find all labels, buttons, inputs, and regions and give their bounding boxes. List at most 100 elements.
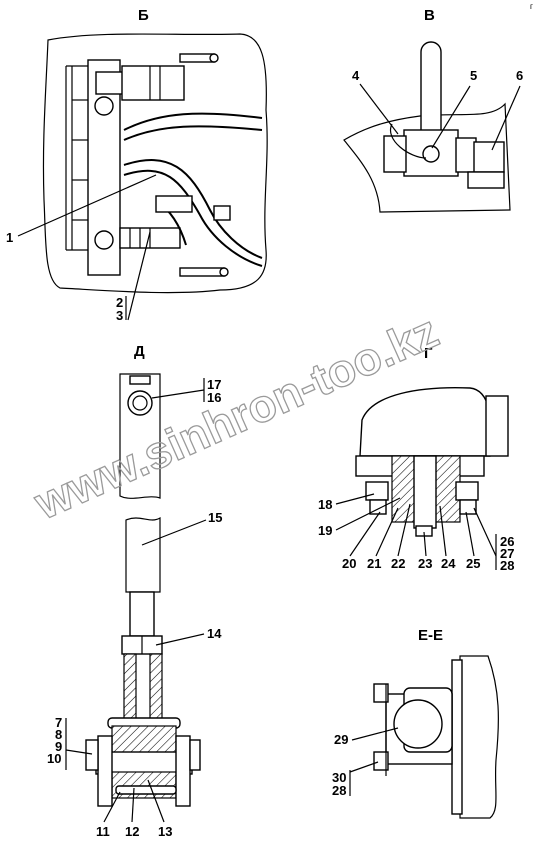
leader-2-3	[127, 231, 151, 321]
lever-lower	[125, 516, 161, 593]
view-ee-title: Е-Е	[418, 627, 443, 644]
callout-30: 30	[332, 770, 346, 785]
view-b-break-outline	[42, 33, 268, 294]
leader-18	[335, 493, 375, 505]
callout-4: 4	[352, 68, 360, 83]
callout-16: 16	[207, 390, 221, 405]
clamp-2	[213, 205, 231, 221]
leader-29	[351, 727, 399, 741]
valve-right-nut	[455, 137, 477, 173]
callout-3: 3	[116, 308, 123, 323]
bottom-bracket	[179, 267, 225, 277]
hose-upper	[123, 112, 263, 131]
lock-wire	[389, 123, 427, 159]
callout-14: 14	[207, 626, 222, 641]
view-ee-break-outline	[459, 655, 499, 819]
leader-4	[359, 83, 399, 135]
leader-19	[335, 497, 401, 531]
housing	[359, 387, 493, 457]
rod	[129, 591, 155, 637]
flange-left	[97, 735, 113, 807]
shaft-g	[413, 455, 437, 529]
upper-filter	[121, 65, 185, 101]
callout-5: 5	[470, 68, 477, 83]
callout-28-ee: 28	[332, 783, 346, 798]
leader-20	[349, 511, 381, 557]
callout-29: 29	[334, 732, 348, 747]
nut-right	[189, 739, 201, 771]
upper-manifold	[95, 71, 125, 95]
leader-30-28	[349, 761, 379, 773]
callout-18: 18	[318, 497, 332, 512]
callout-21: 21	[367, 556, 381, 571]
leader-11	[103, 791, 121, 823]
callout-22: 22	[391, 556, 405, 571]
callout-19: 19	[318, 523, 332, 538]
housing-flange	[485, 395, 509, 457]
view-b-title: Б	[138, 7, 149, 24]
lever-bolt	[127, 390, 153, 416]
corner-mark: г	[530, 2, 533, 11]
view-d: Д 17 16 15 14 7 8 9 10	[47, 343, 222, 839]
hose-middle	[123, 159, 263, 259]
view-d-title: Д	[134, 343, 145, 360]
hose-end	[473, 141, 505, 173]
leader-6	[491, 85, 521, 151]
view-b: Б	[6, 7, 268, 323]
leader-16-17	[151, 389, 205, 399]
leader-23	[423, 531, 427, 557]
nut-left	[85, 739, 99, 771]
valve-left-nut	[383, 135, 407, 173]
leader-13	[147, 779, 165, 823]
lever-bolt-head	[129, 375, 151, 385]
bolt-right-nut	[459, 499, 477, 515]
callout-25: 25	[466, 556, 480, 571]
callout-23: 23	[418, 556, 432, 571]
callout-20: 20	[342, 556, 356, 571]
callout-12: 12	[125, 824, 139, 839]
leader-24	[439, 505, 447, 557]
leader-22	[397, 503, 411, 557]
view-v-title: В	[424, 7, 435, 24]
fork-left	[123, 653, 137, 725]
fork-right	[149, 653, 163, 725]
valve-spindle	[422, 145, 440, 163]
engine-fins	[65, 65, 88, 251]
callout-28-g: 28	[500, 558, 514, 573]
leader-5	[431, 85, 471, 149]
callout-15: 15	[208, 510, 222, 525]
boot-bottom	[115, 785, 177, 795]
clamp	[155, 195, 193, 213]
bolt-left-head	[365, 481, 389, 501]
handle-lever	[420, 41, 442, 143]
callout-17: 17	[207, 377, 221, 392]
callout-9: 9	[55, 739, 62, 754]
callout-11: 11	[96, 824, 110, 839]
view-ee: Е-Е 29 30 28	[332, 627, 499, 819]
top-bracket	[179, 53, 215, 63]
callout-6: 6	[516, 68, 523, 83]
callout-2: 2	[116, 295, 123, 310]
top-bolt	[209, 53, 219, 63]
lever-upper	[119, 373, 161, 499]
callout-7: 7	[55, 715, 62, 730]
view-v-break-outline	[343, 102, 511, 213]
bottom-bolt	[219, 267, 229, 277]
leader-15	[141, 519, 207, 546]
view-v: В 4 5 6	[343, 7, 523, 213]
callout-8: 8	[55, 727, 62, 742]
bolt-upper-ee	[373, 683, 389, 703]
engine-block	[87, 59, 121, 276]
lower-port	[94, 230, 114, 250]
upper-port	[94, 96, 114, 116]
callout-27: 27	[500, 546, 514, 561]
callout-10: 10	[47, 751, 61, 766]
callout-13: 13	[158, 824, 172, 839]
view-g-title: Г	[424, 345, 433, 362]
callout-26: 26	[500, 534, 514, 549]
bolt-lower-ee	[373, 751, 389, 771]
leader-25	[465, 511, 475, 557]
hose-middle-b	[123, 169, 263, 267]
bolt-right-head	[455, 481, 479, 501]
leader-1	[17, 174, 157, 237]
